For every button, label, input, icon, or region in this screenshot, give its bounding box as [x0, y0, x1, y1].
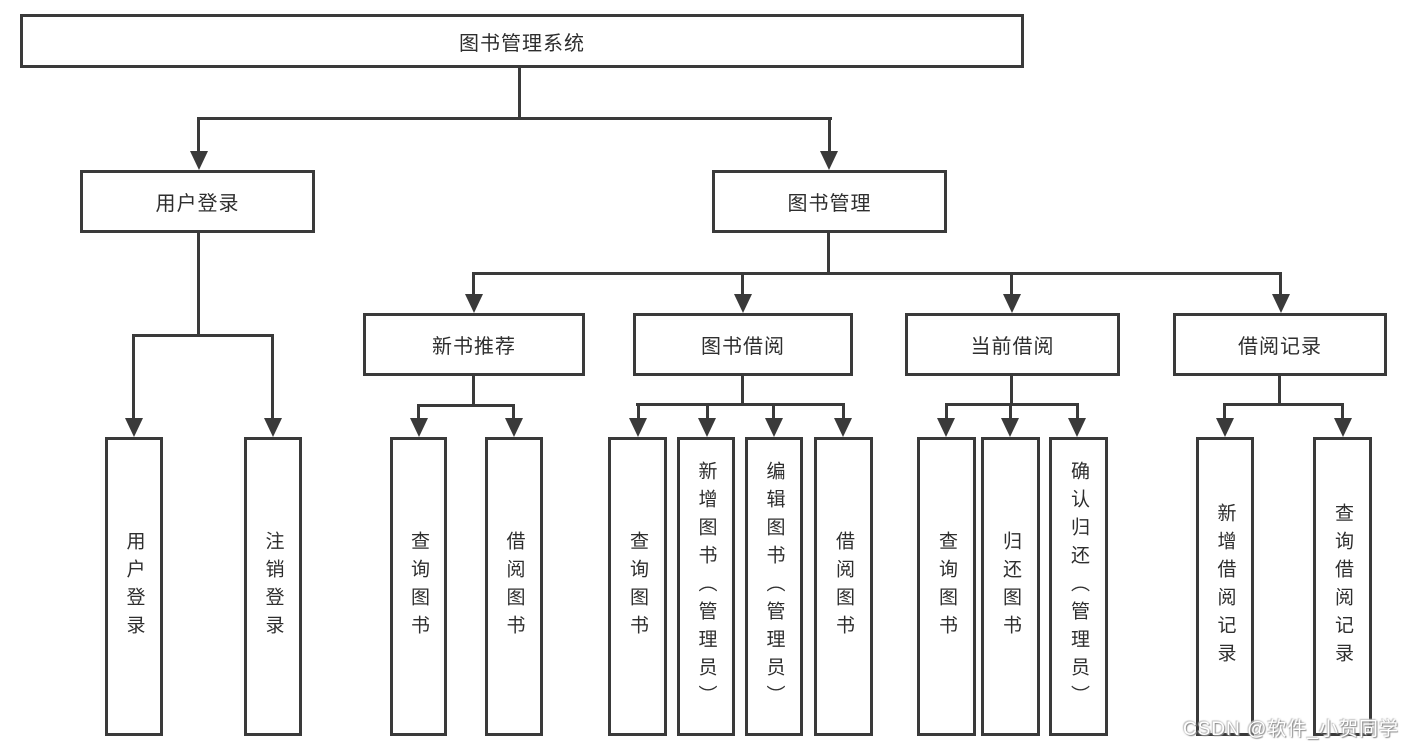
node-leaf-borrow-book: 借阅图书: [814, 437, 873, 736]
node-current-borrow-label: 当前借阅: [970, 336, 1055, 358]
connector-line: [1223, 403, 1343, 406]
connector-line: [1010, 376, 1013, 406]
connector-line: [1223, 403, 1226, 422]
connector-line: [1076, 403, 1079, 422]
connector-line: [827, 233, 830, 274]
connector-line: [1010, 272, 1013, 298]
arrow-down-icon: [1334, 418, 1352, 437]
node-leaf-current-query-book-label: 查询图书: [936, 530, 957, 643]
connector-line: [1279, 272, 1282, 298]
arrow-down-icon: [1272, 294, 1290, 313]
node-book-management-label: 图书管理: [787, 193, 872, 215]
node-leaf-recommend-borrow-book-label: 借阅图书: [503, 530, 525, 643]
connector-line: [417, 404, 420, 422]
arrow-down-icon: [937, 418, 955, 437]
node-leaf-user-login-label: 用户登录: [123, 530, 145, 643]
connector-line: [197, 117, 832, 120]
connector-line: [472, 376, 475, 407]
connector-line: [637, 403, 640, 422]
node-borrow-records-label: 借阅记录: [1238, 336, 1322, 358]
node-leaf-borrow-query-book-label: 查询图书: [627, 530, 648, 643]
node-leaf-add-book-admin-label: 新增图书（管理员）: [695, 460, 717, 713]
connector-line: [1009, 403, 1012, 422]
arrow-down-icon: [820, 151, 838, 170]
node-leaf-user-login: 用户登录: [105, 437, 163, 736]
node-user-login: 用户登录: [80, 170, 315, 233]
node-leaf-borrow-query-book: 查询图书: [608, 437, 667, 736]
node-leaf-recommend-borrow-book: 借阅图书: [485, 437, 543, 736]
arrow-down-icon: [1068, 418, 1086, 437]
arrow-down-icon: [264, 418, 282, 437]
node-leaf-confirm-return-admin: 确认归还（管理员）: [1049, 437, 1108, 736]
connector-line: [741, 272, 744, 298]
node-leaf-recommend-query-book-label: 查询图书: [408, 530, 429, 643]
node-leaf-add-book-admin: 新增图书（管理员）: [677, 437, 735, 736]
arrow-down-icon: [125, 418, 143, 437]
arrow-down-icon: [1216, 418, 1234, 437]
node-user-login-label: 用户登录: [155, 193, 240, 215]
connector-line: [197, 117, 200, 155]
connector-line: [636, 403, 844, 406]
connector-line: [512, 404, 515, 422]
connector-line: [1278, 376, 1281, 406]
connector-line: [417, 404, 515, 407]
node-new-book-recommend-label: 新书推荐: [432, 336, 516, 358]
node-leaf-borrow-book-label: 借阅图书: [833, 530, 854, 643]
arrow-down-icon: [765, 418, 783, 437]
node-leaf-logout: 注销登录: [244, 437, 302, 736]
arrow-down-icon: [734, 294, 752, 313]
node-leaf-return-book: 归还图书: [981, 437, 1040, 736]
node-root: 图书管理系统: [20, 14, 1024, 68]
node-leaf-return-book-label: 归还图书: [1000, 530, 1021, 643]
arrow-down-icon: [629, 418, 647, 437]
connector-line: [197, 233, 200, 336]
csdn-watermark: CSDN @软件_小贺同学: [1183, 719, 1399, 740]
connector-line: [772, 403, 775, 422]
connector-line: [842, 403, 845, 422]
connector-line: [945, 403, 948, 422]
node-book-borrow-label: 图书借阅: [701, 336, 785, 358]
node-borrow-records: 借阅记录: [1173, 313, 1387, 376]
node-leaf-confirm-return-admin-label: 确认归还（管理员）: [1068, 460, 1089, 713]
arrow-down-icon: [410, 418, 428, 437]
arrow-down-icon: [1003, 294, 1021, 313]
node-book-management: 图书管理: [712, 170, 947, 233]
node-leaf-add-borrow-record: 新增借阅记录: [1196, 437, 1254, 736]
connector-line: [472, 272, 1282, 275]
arrow-down-icon: [190, 151, 208, 170]
connector-line: [1341, 403, 1344, 422]
arrow-down-icon: [465, 294, 483, 313]
node-leaf-logout-label: 注销登录: [262, 530, 284, 643]
node-leaf-edit-book-admin: 编辑图书（管理员）: [745, 437, 803, 736]
connector-line: [271, 334, 274, 422]
connector-line: [472, 272, 475, 298]
node-book-borrow: 图书借阅: [633, 313, 853, 376]
node-leaf-add-borrow-record-label: 新增借阅记录: [1214, 502, 1236, 671]
connector-line: [945, 403, 1079, 406]
node-current-borrow: 当前借阅: [905, 313, 1120, 376]
connector-line: [706, 403, 709, 422]
connector-line: [518, 68, 521, 119]
connector-line: [828, 117, 831, 155]
connector-line: [741, 376, 744, 406]
connector-line: [132, 334, 135, 422]
node-leaf-query-borrow-record-label: 查询借阅记录: [1332, 502, 1353, 671]
node-root-label: 图书管理系统: [459, 32, 585, 55]
arrow-down-icon: [834, 418, 852, 437]
node-leaf-recommend-query-book: 查询图书: [390, 437, 447, 736]
arrow-down-icon: [698, 418, 716, 437]
arrow-down-icon: [505, 418, 523, 437]
arrow-down-icon: [1001, 418, 1019, 437]
node-new-book-recommend: 新书推荐: [363, 313, 585, 376]
connector-line: [132, 334, 274, 337]
node-leaf-edit-book-admin-label: 编辑图书（管理员）: [763, 460, 785, 713]
node-leaf-query-borrow-record: 查询借阅记录: [1313, 437, 1372, 736]
node-leaf-current-query-book: 查询图书: [917, 437, 976, 736]
